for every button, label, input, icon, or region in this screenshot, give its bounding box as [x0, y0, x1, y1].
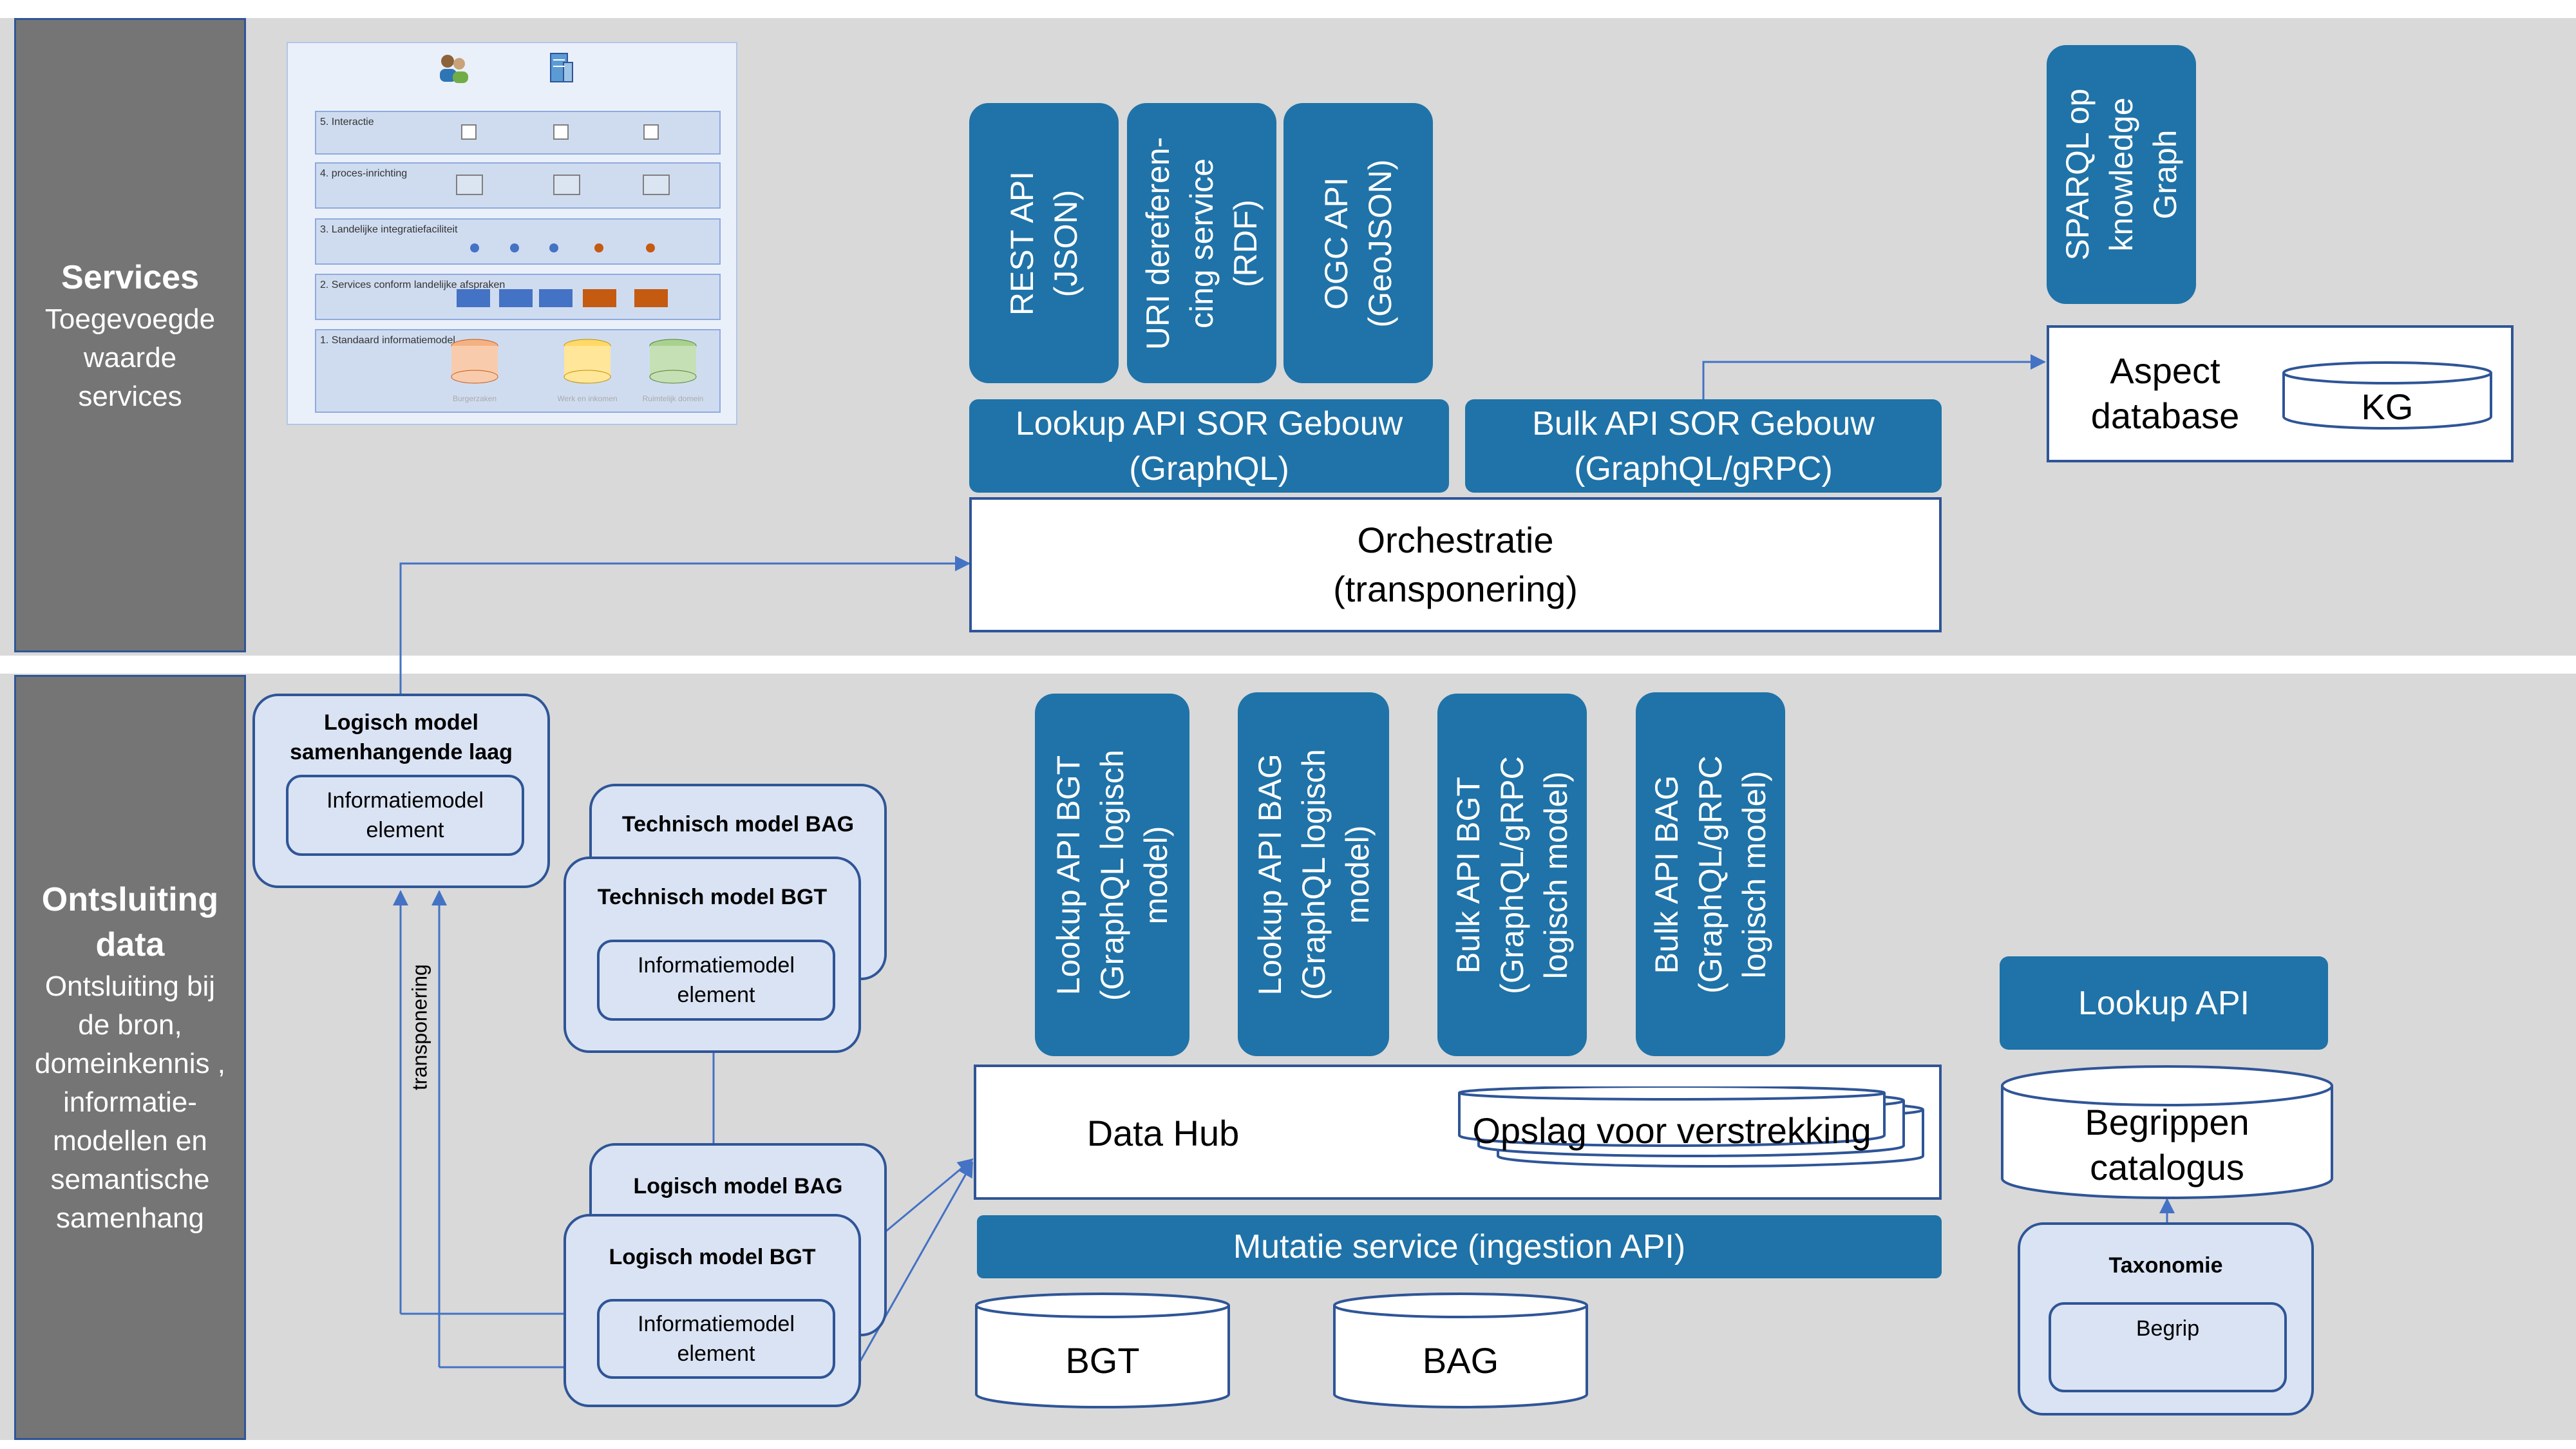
bag-database-icon	[1333, 1293, 1588, 1408]
thumb-caption-werk: Werk en inkomen	[557, 394, 617, 403]
thumb-row-integratie: 3. Landelijke integratiefaciliteit	[315, 218, 721, 265]
ontsluiting-layer-label: Ontsluiting data Ontsluiting bij de bron…	[14, 675, 246, 1440]
logisch-model-bag-title: Logisch model BAG	[633, 1174, 843, 1198]
data-hub-label: Data Hub	[1086, 1113, 1240, 1153]
thumb-contents: Burgerzaken Werk en inkomen Ruimtelijk d…	[451, 124, 704, 403]
logisch-model-samenhang-title: Logisch model samenhangende laag	[290, 710, 513, 764]
kg-database-icon	[2282, 361, 2492, 430]
orchestratie-box: Orchestratie (transponering)	[969, 497, 1942, 632]
lookup-api-bag-tile[interactable]: Lookup API BAG (GraphQL logisch model)	[1238, 692, 1389, 1056]
begrip-element[interactable]: Begrip	[2049, 1302, 2287, 1392]
rest-api-label: REST API (JSON)	[1004, 171, 1084, 316]
lookup-api-sor-gebouw[interactable]: Lookup API SOR Gebouw (GraphQL)	[969, 399, 1449, 493]
ogc-api-label: OGC API (GeoJSON)	[1318, 158, 1398, 328]
reference-architecture-thumbnail: 5. Interactie 4. proces-inrichting 3. La…	[287, 42, 737, 425]
aspect-database-box: Aspect database KG	[2047, 325, 2514, 462]
bulk-api-sor-gebouw[interactable]: Bulk API SOR Gebouw (GraphQL/gRPC)	[1465, 399, 1942, 493]
thumb-caption-burgerzaken: Burgerzaken	[453, 394, 497, 403]
lookup-api-bag-label: Lookup API BAG (GraphQL logisch model)	[1251, 748, 1376, 1000]
services-subtitle: Toegevoegde waarde services	[44, 303, 216, 412]
bulk-api-bag-label: Bulk API BAG (GraphQL/gRPC logisch model…	[1649, 755, 1772, 994]
bulk-to-aspect-arrow	[1702, 354, 2046, 399]
services-layer-label: Services Toegevoegde waarde services	[14, 18, 246, 652]
kg-label: KG	[2361, 386, 2414, 427]
storage-stack-icon	[1458, 1086, 1924, 1168]
technisch-bgt-element[interactable]: Informatiemodel element	[597, 940, 835, 1021]
logisch-model-samenhang[interactable]: Logisch model samenhangende laag Informa…	[252, 694, 550, 888]
ontsluiting-title: Ontsluiting data	[41, 881, 219, 963]
lookup-api-bgt-label: Lookup API BGT (GraphQL logisch model)	[1050, 749, 1174, 1001]
users-icon	[436, 52, 471, 84]
services-title: Services	[61, 258, 199, 296]
logisch-bgt-element[interactable]: Informatiemodel element	[597, 1299, 835, 1379]
samenhang-element[interactable]: Informatiemodel element	[286, 775, 524, 856]
logisch-model-bgt[interactable]: Logisch model BGT Informatiemodel elemen…	[564, 1214, 861, 1407]
thumb-caption-ruimtelijk: Ruimtelijk domein	[643, 394, 704, 403]
uri-dereferencing-label: URI dereferen- cing service (RDF)	[1140, 137, 1264, 350]
bulk-api-bgt-tile[interactable]: Bulk API BGT (GraphQL/gRPC logisch model…	[1437, 694, 1587, 1056]
transponering-label: transponering	[408, 964, 431, 1090]
lookup-api-bgt-tile[interactable]: Lookup API BGT (GraphQL logisch model)	[1035, 694, 1189, 1056]
bulk-api-bgt-label: Bulk API BGT (GraphQL/gRPC logisch model…	[1450, 755, 1574, 994]
data-hub-box: Data Hub Opslag voor verstrekking	[974, 1065, 1942, 1200]
mutatie-service[interactable]: Mutatie service (ingestion API)	[977, 1215, 1942, 1278]
samenhang-to-orchestratie-arrow	[399, 556, 971, 694]
taxonomie-title: Taxonomie	[2108, 1253, 2223, 1278]
sparql-tile[interactable]: SPARQL op knowledge Graph	[2047, 45, 2196, 304]
taxonomie-box[interactable]: Taxonomie Begrip	[2018, 1222, 2314, 1416]
technisch-model-bag-title: Technisch model BAG	[621, 812, 855, 837]
server-icon	[545, 51, 576, 86]
ontsluiting-subtitle: Ontsluiting bij de bron, domeinkennis , …	[35, 971, 225, 1234]
begrippen-catalogus-label: Begrippen catalogus	[2085, 1102, 2249, 1188]
begrippen-catalogus-icon	[2001, 1065, 2333, 1199]
technisch-model-bgt[interactable]: Technisch model BGT Informatiemodel elem…	[564, 857, 861, 1053]
bgt-database-icon	[975, 1293, 1230, 1408]
rest-api-tile[interactable]: REST API (JSON)	[969, 103, 1119, 383]
begrippen-lookup-api[interactable]: Lookup API	[2000, 956, 2328, 1050]
uri-dereferencing-tile[interactable]: URI dereferen- cing service (RDF)	[1127, 103, 1276, 383]
bag-database-label: BAG	[1422, 1340, 1499, 1381]
sparql-label: SPARQL op knowledge Graph	[2060, 88, 2183, 261]
storage-label: Opslag voor verstrekking	[1472, 1110, 1871, 1151]
technisch-model-bgt-title: Technisch model BGT	[597, 885, 828, 909]
aspect-database-label: Aspect database	[2090, 350, 2240, 436]
bulk-api-bag-tile[interactable]: Bulk API BAG (GraphQL/gRPC logisch model…	[1636, 692, 1785, 1056]
logisch-bag-to-hub-arrow	[883, 1158, 974, 1235]
ogc-api-tile[interactable]: OGC API (GeoJSON)	[1283, 103, 1433, 383]
bgt-database-label: BGT	[1065, 1340, 1140, 1381]
logisch-model-bgt-title: Logisch model BGT	[609, 1245, 816, 1269]
